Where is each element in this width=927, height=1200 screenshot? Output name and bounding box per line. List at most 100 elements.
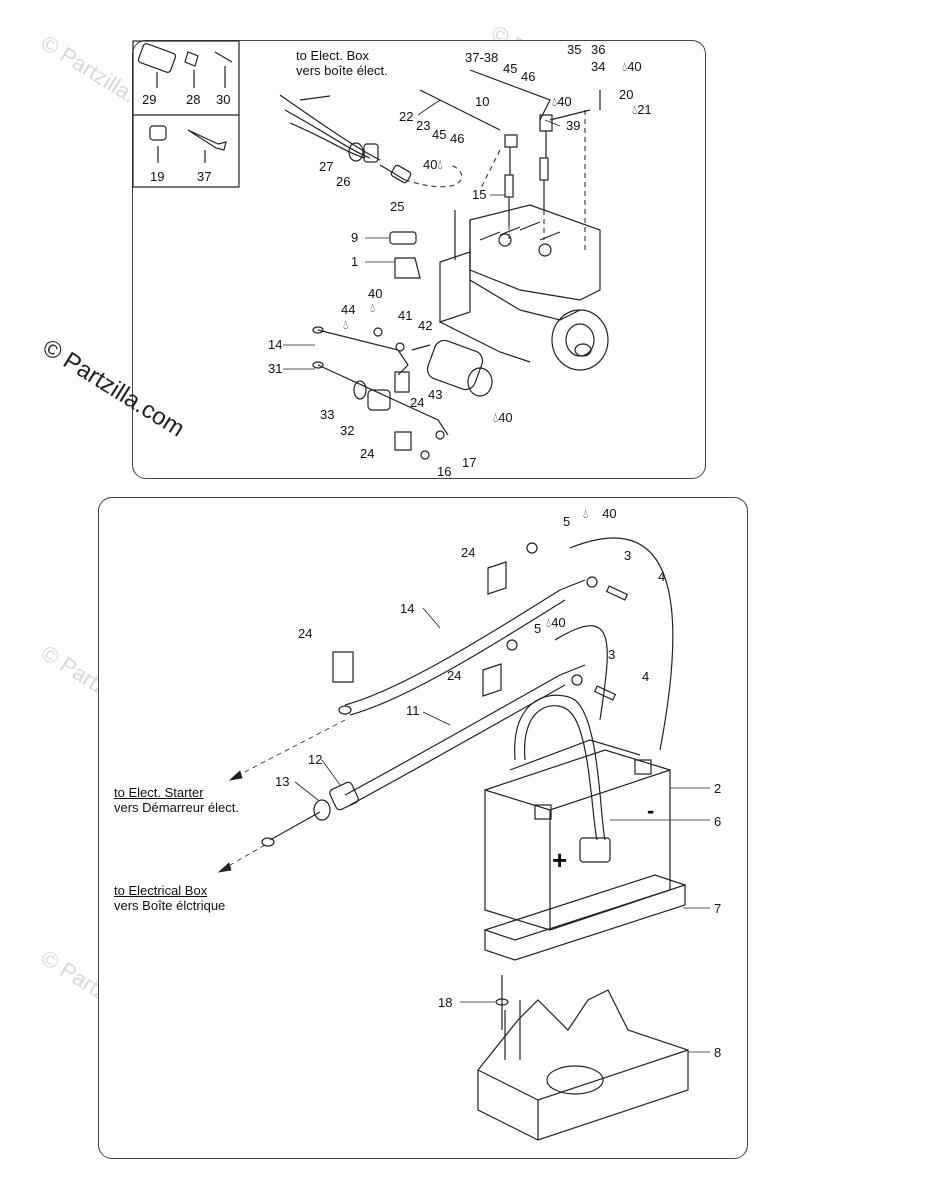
grommet-26-27 bbox=[348, 142, 379, 163]
callout-14-top: 14 bbox=[268, 337, 283, 352]
callout-6: 6 bbox=[714, 814, 722, 829]
callout-37-38: 37-38 bbox=[465, 50, 499, 65]
callout-5-b: 5 bbox=[534, 621, 542, 636]
callout-24-e: 24 bbox=[447, 668, 462, 683]
callout-43: 43 bbox=[428, 387, 443, 402]
callout-19: 19 bbox=[150, 169, 165, 184]
callout-35: 35 bbox=[567, 42, 582, 57]
sealant-drop-icon: 💧︎ bbox=[622, 59, 628, 74]
inset-box bbox=[132, 40, 240, 188]
callout-45-a: 45 bbox=[503, 61, 518, 76]
dashed-leaders bbox=[404, 110, 586, 250]
note-to-electrical-box: to Electrical Box vers Boîte élctrique bbox=[114, 883, 225, 913]
note-to-elect-box-en: to Elect. Box bbox=[296, 48, 369, 63]
sealant-drop-icon: 💧︎ bbox=[552, 94, 558, 109]
callout-40-c-text: 40 bbox=[423, 157, 438, 172]
battery bbox=[484, 739, 671, 931]
callout-4-b: 4 bbox=[642, 669, 650, 684]
callout-20: 20 bbox=[619, 87, 634, 102]
callout-10: 10 bbox=[475, 94, 490, 109]
mat-7 bbox=[483, 874, 687, 961]
connector-29 bbox=[137, 43, 177, 88]
note-to-elect-starter: to Elect. Starter vers Démarreur élect. bbox=[114, 785, 239, 815]
note-to-electrical-box-fr: vers Boîte élctrique bbox=[114, 898, 226, 913]
pin-30 bbox=[214, 51, 233, 88]
callout-46-a: 46 bbox=[521, 69, 536, 84]
callout-24-a: 24 bbox=[410, 395, 425, 410]
plug-caps bbox=[504, 114, 553, 175]
callout-11: 11 bbox=[406, 703, 420, 718]
sealant-drop-icon: 💧︎ bbox=[493, 410, 499, 425]
direction-arrows bbox=[217, 719, 346, 873]
callout-28: 28 bbox=[186, 92, 201, 107]
sleeve-25 bbox=[390, 164, 412, 184]
holder-9-1 bbox=[389, 231, 421, 279]
callout-40-b-text: 40 bbox=[557, 94, 572, 109]
callout-18: 18 bbox=[438, 995, 453, 1010]
tray-8 bbox=[477, 989, 689, 1141]
sealant-drop-40-d: 💧︎ bbox=[370, 301, 375, 315]
note-to-elect-box-fr: vers boîte élect. bbox=[296, 63, 388, 78]
leader-lines-top bbox=[283, 99, 561, 370]
cable-11 bbox=[344, 664, 586, 806]
hardware-3-4-5 bbox=[506, 542, 629, 701]
sealant-drop-icon: 💧︎ bbox=[546, 615, 552, 630]
callout-22: 22 bbox=[399, 109, 414, 124]
callout-40-d: 40 bbox=[368, 286, 383, 301]
callout-34: 34 bbox=[591, 59, 606, 74]
sleeve-19 bbox=[149, 125, 167, 163]
callout-13: 13 bbox=[275, 774, 290, 789]
callout-40-c: 40💧︎ bbox=[423, 158, 443, 172]
callout-3-b: 3 bbox=[608, 647, 616, 662]
callout-8: 8 bbox=[714, 1045, 722, 1060]
note-to-elect-box: to Elect. Box vers boîte élect. bbox=[296, 48, 388, 78]
callout-40-e-text: 40 bbox=[498, 410, 513, 425]
callout-26: 26 bbox=[336, 174, 351, 189]
callout-30: 30 bbox=[216, 92, 231, 107]
callout-15: 15 bbox=[472, 187, 487, 202]
callout-39: 39 bbox=[566, 118, 581, 133]
note-to-electrical-box-en: to Electrical Box bbox=[114, 883, 208, 898]
callout-16: 16 bbox=[437, 464, 452, 479]
callout-24-c: 24 bbox=[461, 545, 476, 560]
callout-21-text: 21 bbox=[637, 102, 652, 117]
top-diagram-panel bbox=[132, 40, 706, 479]
callout-17: 17 bbox=[462, 455, 477, 470]
callout-12: 12 bbox=[308, 752, 323, 767]
callout-37: 37 bbox=[197, 169, 212, 184]
cable-14-bottom bbox=[338, 579, 586, 716]
spark-plug-left bbox=[504, 174, 514, 225]
callout-40-f: 💧︎ 40 bbox=[583, 507, 617, 521]
sealant-drop-icon: 💧︎ bbox=[632, 102, 638, 117]
callout-44: 44 bbox=[341, 302, 356, 317]
callout-5-a: 5 bbox=[563, 514, 571, 529]
callout-25: 25 bbox=[390, 199, 405, 214]
cable-31 bbox=[312, 361, 449, 436]
callout-1: 1 bbox=[351, 254, 359, 269]
starter-motor bbox=[411, 339, 493, 397]
callout-45-b: 45 bbox=[432, 127, 447, 142]
callout-46-b: 46 bbox=[450, 131, 465, 146]
callout-24-d: 24 bbox=[298, 626, 313, 641]
sealant-drop-icon: 💧︎ bbox=[343, 317, 349, 332]
note-to-elect-starter-fr: vers Démarreur élect. bbox=[114, 800, 239, 815]
callout-32: 32 bbox=[340, 423, 355, 438]
engine-block bbox=[439, 204, 609, 371]
battery-minus-sign: - bbox=[647, 798, 655, 823]
boot-24-top bbox=[394, 371, 412, 451]
sealant-drop-44: 💧︎ bbox=[343, 318, 348, 332]
callout-24-b: 24 bbox=[360, 446, 375, 461]
callout-14-bottom: 14 bbox=[400, 601, 415, 616]
callout-9: 9 bbox=[351, 230, 359, 245]
sealant-drop-icon: 💧︎ bbox=[583, 506, 589, 521]
cable-14-top bbox=[312, 326, 409, 376]
pin-18 bbox=[495, 975, 509, 1030]
callout-33: 33 bbox=[320, 407, 335, 422]
callout-40-f-text: 40 bbox=[602, 506, 617, 521]
bottom-diagram-panel bbox=[98, 497, 748, 1159]
terminal-28 bbox=[184, 51, 199, 88]
callout-40-a: 💧︎40 bbox=[622, 60, 642, 74]
callout-27: 27 bbox=[319, 159, 334, 174]
callout-40-g: 💧︎40 bbox=[546, 616, 566, 630]
nuts-16-17 bbox=[420, 430, 445, 460]
